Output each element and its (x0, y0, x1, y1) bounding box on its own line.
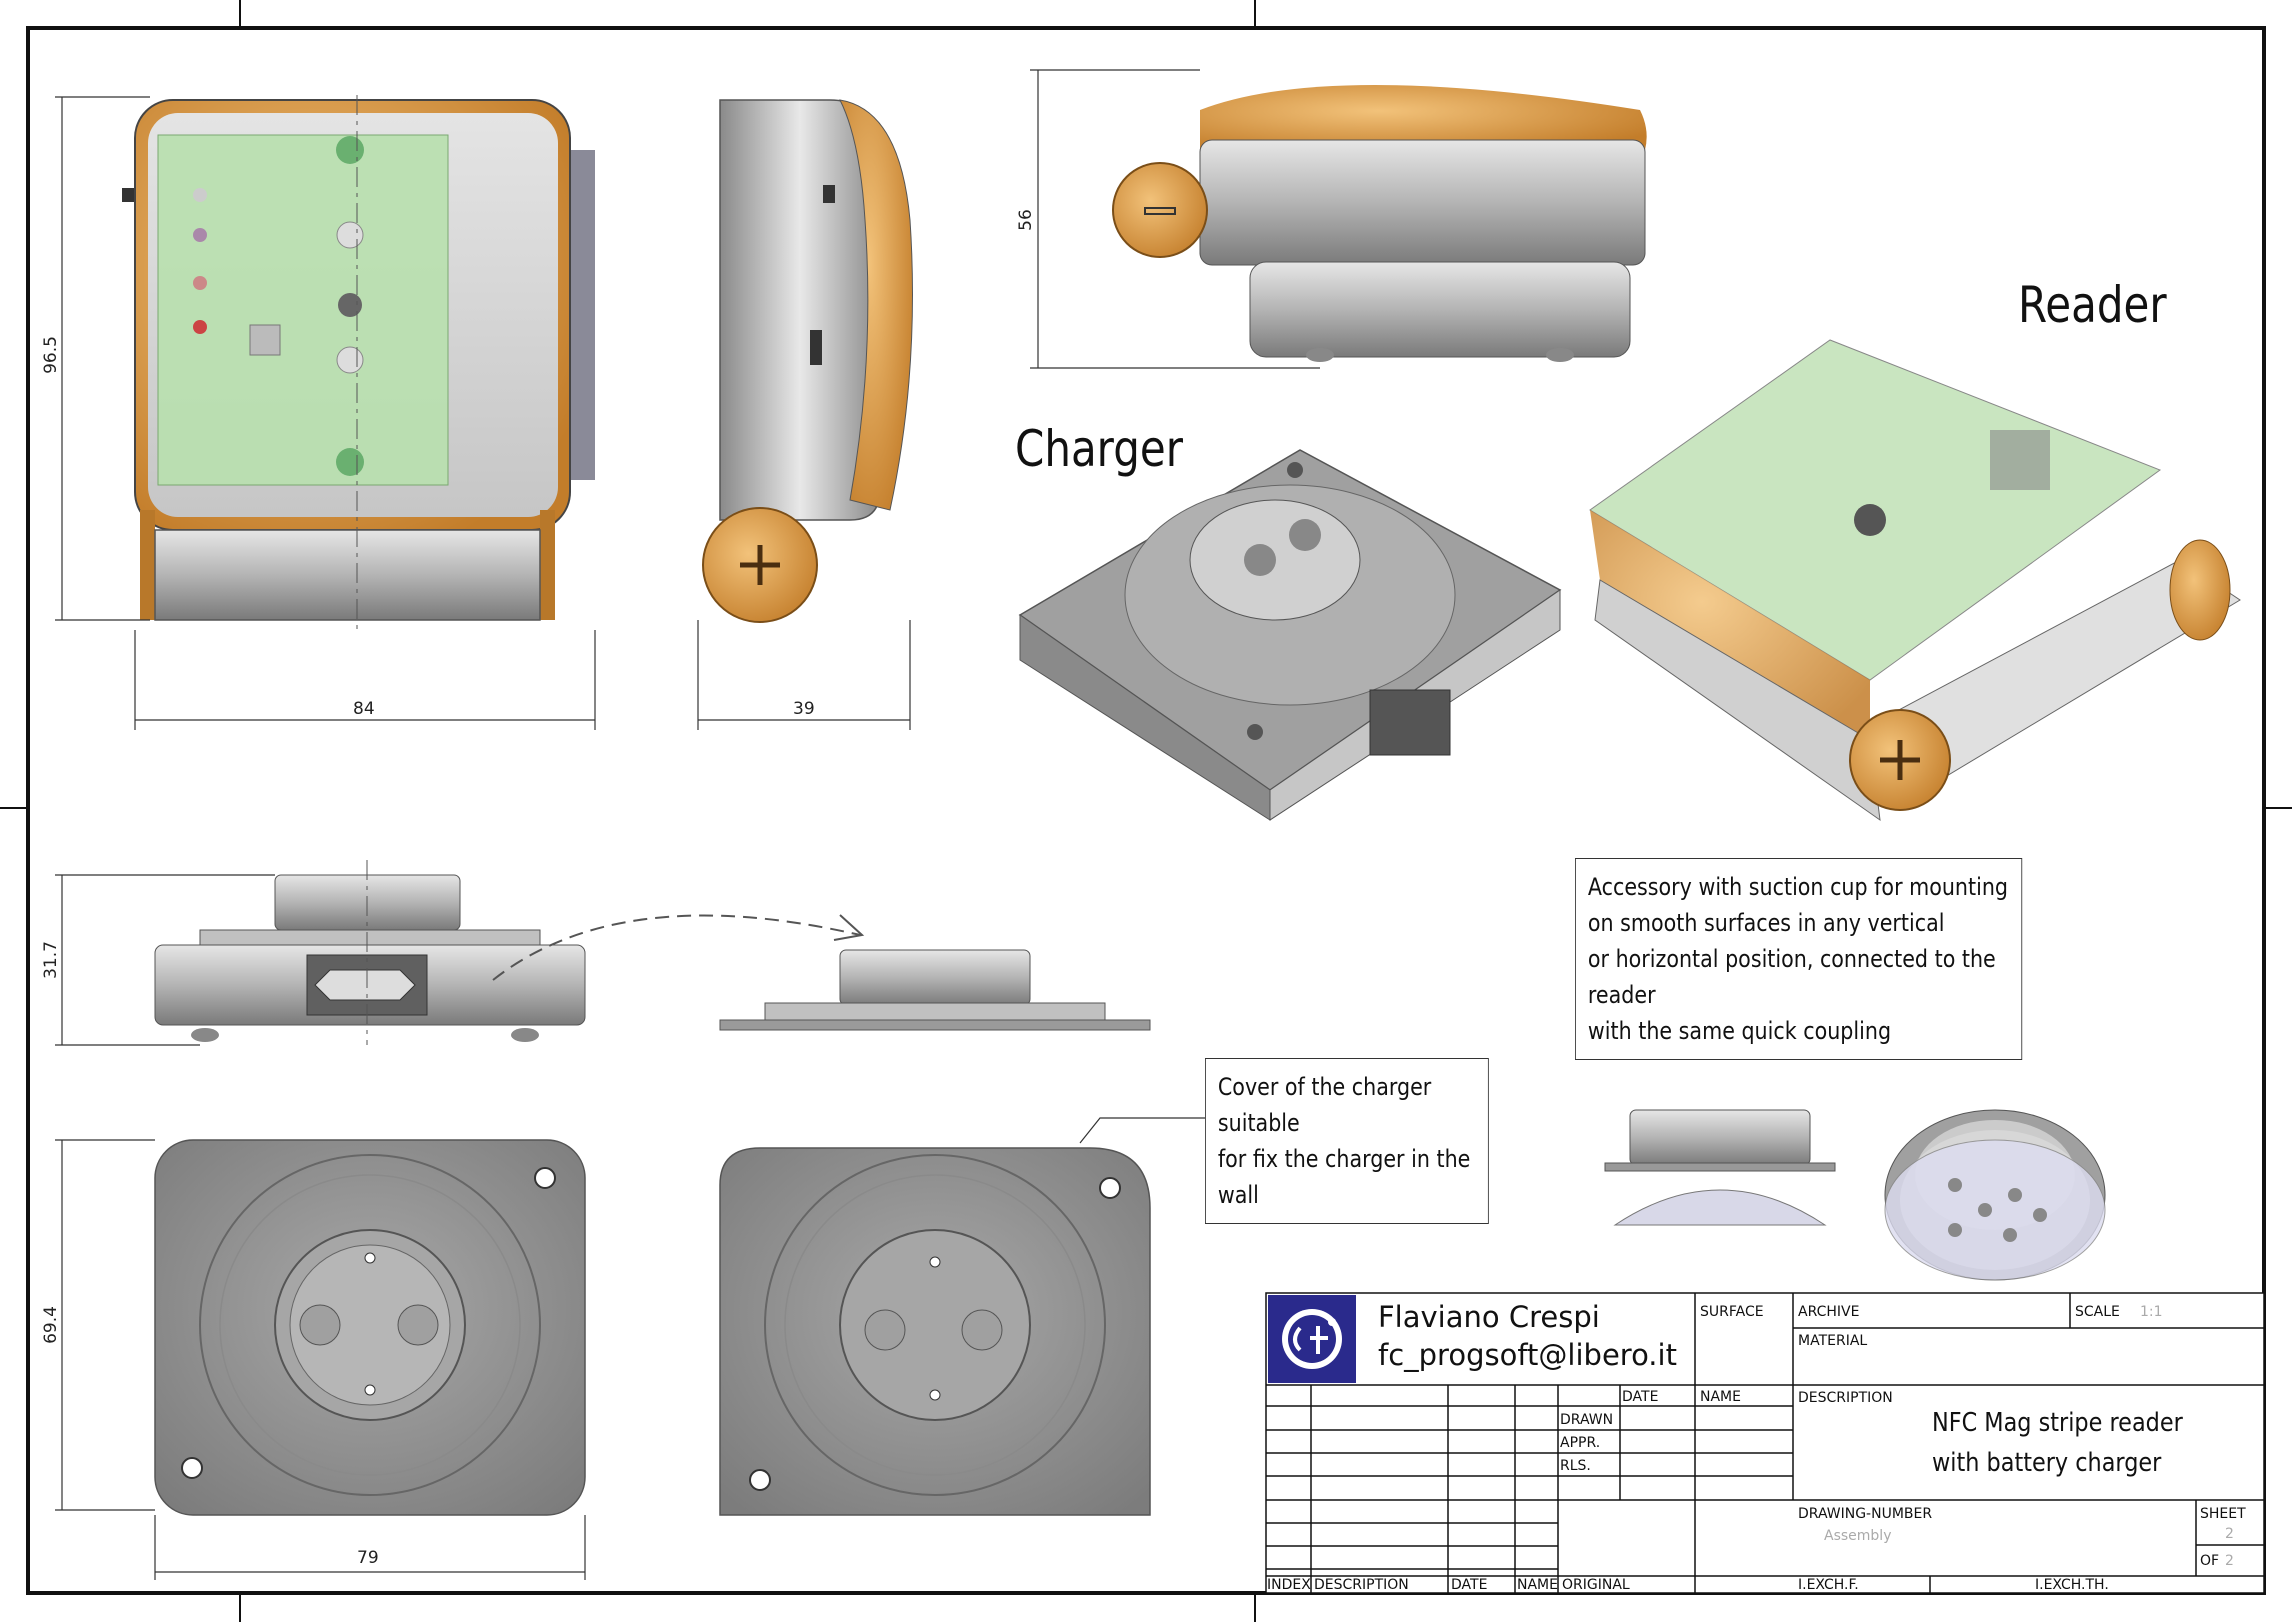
dimension-lines (55, 69, 1320, 1580)
dim-reader-side-height: 56 (1015, 209, 1036, 231)
suction-cup-side-view (1604, 1109, 1836, 1226)
author-name: Flaviano Crespi (1378, 1300, 1600, 1334)
of-value: 2 (2225, 1553, 2234, 1569)
cover-top-view (719, 1147, 1151, 1516)
reader-front-view (122, 95, 595, 630)
charger-front-view (154, 860, 586, 1045)
surface-label: SURFACE (1700, 1304, 1764, 1320)
archive-label: ARCHIVE (1798, 1304, 1860, 1320)
iexchth-label: I.EXCH.TH. (2035, 1577, 2109, 1593)
charger-label: Charger (1015, 420, 1183, 478)
of-label: OF (2200, 1553, 2220, 1569)
rls-label: RLS. (1560, 1458, 1591, 1474)
author-email: fc_progsoft@libero.it (1378, 1338, 1677, 1372)
description-line-1: NFC Mag stripe reader (1932, 1408, 2183, 1438)
accessory-note: Accessory with suction cup for mounting … (1575, 858, 2023, 1060)
name-header: NAME (1700, 1389, 1741, 1405)
cover-note-line: for fix the charger in the wall (1217, 1145, 1471, 1209)
scale-label: SCALE (2075, 1304, 2120, 1320)
dim-reader-depth: 39 (793, 699, 815, 719)
drawn-label: DRAWN (1560, 1412, 1614, 1428)
drawing-number-value: Assembly (1824, 1528, 1892, 1544)
index-header: INDEX (1267, 1577, 1311, 1593)
material-label: MATERIAL (1798, 1333, 1868, 1349)
cover-note-line: Cover of the charger suitable (1217, 1073, 1432, 1137)
dim-reader-width: 84 (353, 699, 375, 719)
charger-top-view (154, 1139, 586, 1516)
scale-value: 1:1 (2140, 1304, 2163, 1320)
title-block-grid (1265, 1292, 2265, 1594)
dim-reader-height: 96.5 (40, 336, 61, 374)
drawing-number-label: DRAWING-NUMBER (1798, 1506, 1933, 1522)
iexchf-label: I.EXCH.F. (1798, 1577, 1859, 1593)
original-label: ORIGINAL (1562, 1577, 1630, 1593)
cover-front-view (492, 914, 1151, 1031)
reader-label: Reader (2018, 276, 2167, 334)
date-col-header: DATE (1451, 1577, 1488, 1593)
cover-note: Cover of the charger suitable for fix th… (1205, 1058, 1489, 1224)
author-logo (1268, 1295, 1356, 1383)
reader-side-view (702, 99, 913, 623)
dim-charger-width: 79 (357, 1548, 379, 1568)
accessory-note-line: Accessory with suction cup for mounting (1587, 873, 2009, 901)
reader-iso-view (1589, 339, 2241, 822)
appr-label: APPR. (1560, 1435, 1601, 1451)
name-col-header: NAME (1517, 1577, 1558, 1593)
suction-cup-iso-view (1884, 1109, 2106, 1281)
accessory-note-line: with the same quick coupling (1587, 1017, 1892, 1045)
accessory-note-line: on smooth surfaces in any vertical (1587, 909, 1945, 937)
charger-iso-view (1018, 449, 1562, 821)
accessory-note-line: or horizontal position, connected to the… (1587, 945, 1996, 1009)
sheet-label: SHEET (2200, 1506, 2246, 1522)
dim-charger-top-height: 69.4 (40, 1306, 61, 1344)
description-label: DESCRIPTION (1798, 1390, 1893, 1406)
sheet-value: 2 (2225, 1526, 2234, 1542)
date-header: DATE (1622, 1389, 1659, 1405)
description-col-header: DESCRIPTION (1314, 1577, 1409, 1593)
description-line-2: with battery charger (1932, 1448, 2162, 1478)
dim-charger-height: 31.7 (40, 941, 61, 979)
reader-top-view (1112, 85, 1647, 362)
